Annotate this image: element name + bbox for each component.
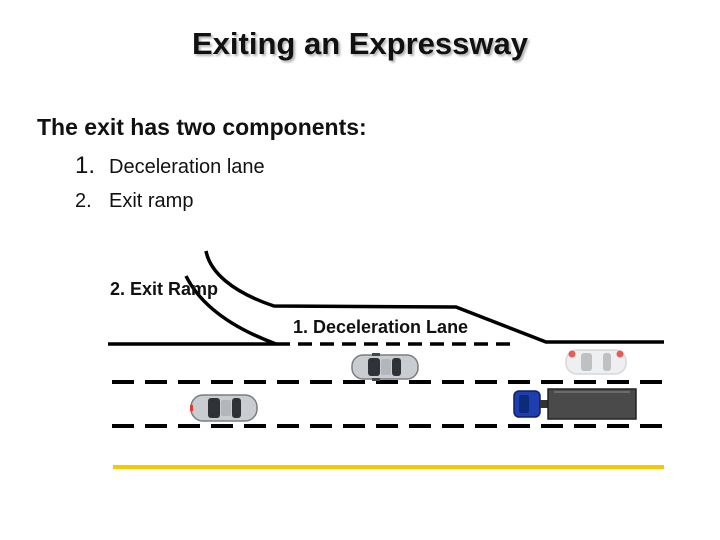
- list-number: 1.: [75, 152, 96, 179]
- deceleration-lane-label: 1. Deceleration Lane: [293, 317, 469, 337]
- list-item: 2. Exit ramp: [75, 190, 193, 213]
- list-number: 2.: [75, 190, 92, 212]
- car-icon: [190, 394, 258, 422]
- brake-light-icon: [616, 350, 624, 358]
- brake-light-icon: [568, 350, 576, 358]
- car-icon: [351, 353, 419, 381]
- list-item: 1. Deceleration lane: [75, 152, 265, 180]
- exit-ramp-outer-curve: [204, 250, 664, 344]
- list-text: Exit ramp: [109, 190, 194, 212]
- list-text: Deceleration lane: [109, 156, 265, 178]
- exit-ramp-inner-curve: [184, 275, 277, 346]
- exit-ramp-label: 2. Exit Ramp: [110, 279, 219, 299]
- intro-text: The exit has two components:: [37, 114, 367, 140]
- slide-title: Exiting an Expressway: [192, 26, 528, 61]
- truck-icon: [513, 388, 637, 420]
- car-icon: [565, 349, 627, 375]
